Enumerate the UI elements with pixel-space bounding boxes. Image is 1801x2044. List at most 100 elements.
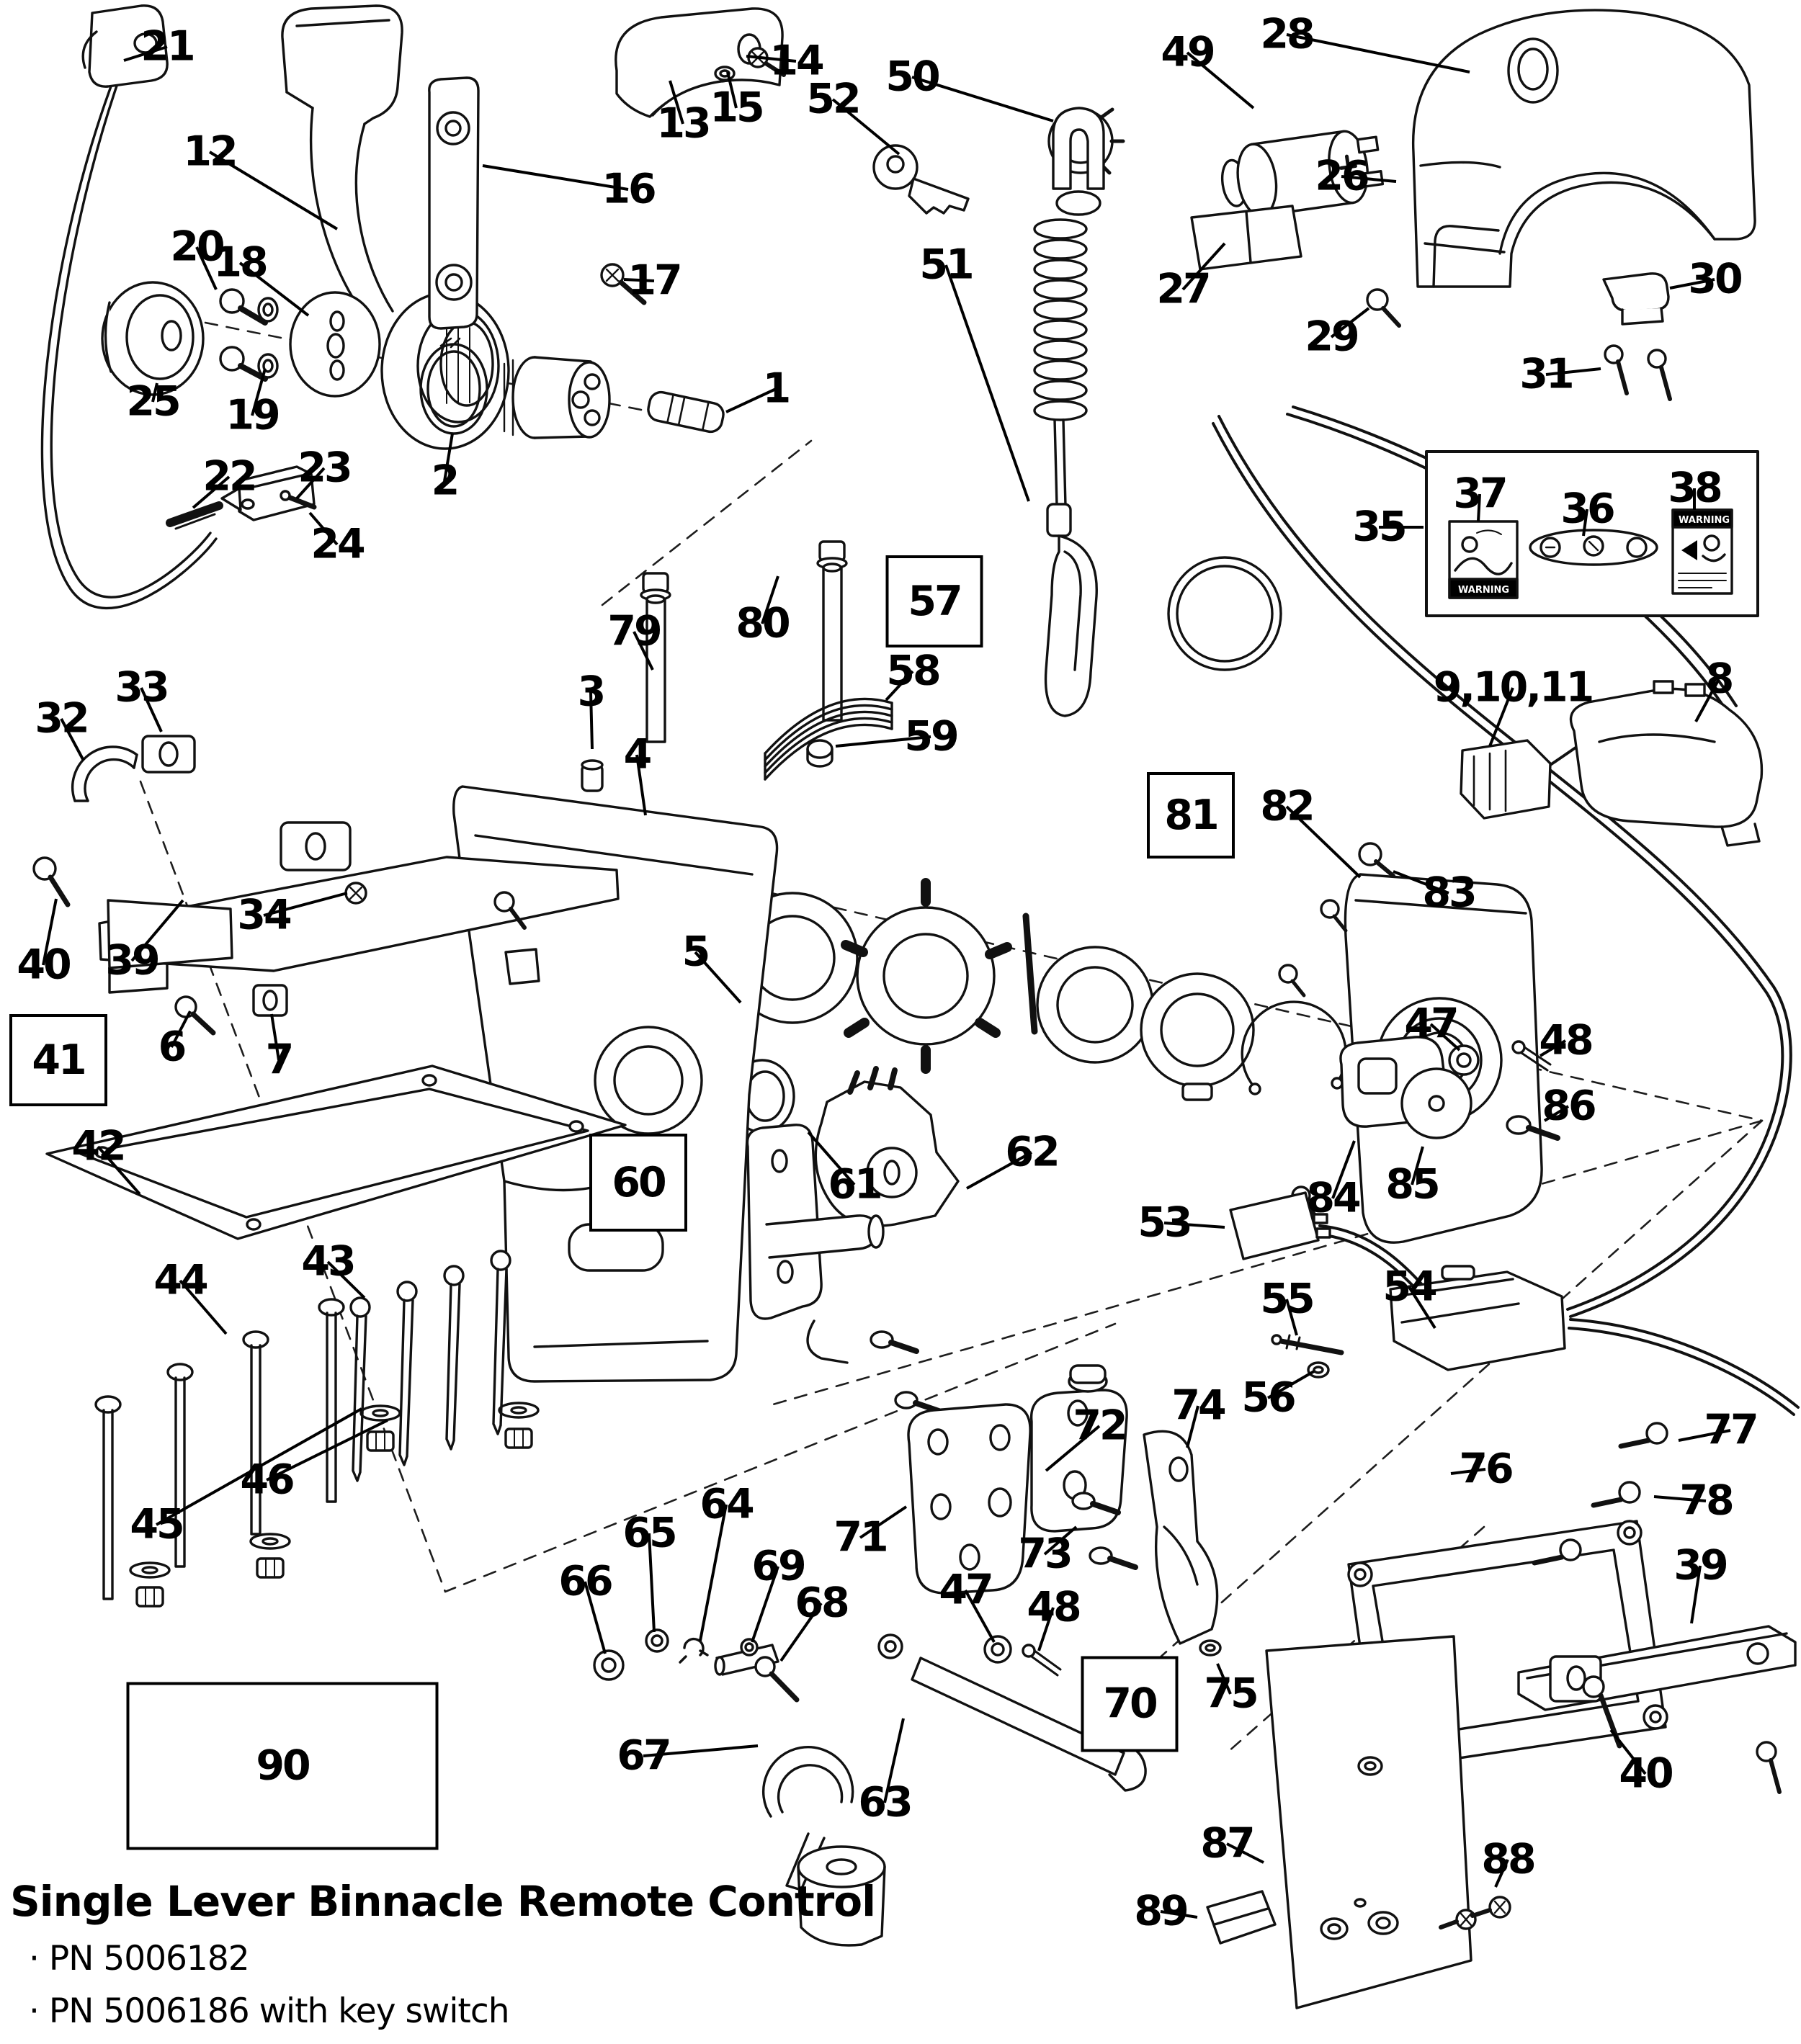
part-cover: [1411, 9, 1756, 288]
leader-14: [746, 55, 797, 63]
leader-71: [859, 1505, 908, 1539]
leader-24: [308, 511, 339, 546]
callout-66: 66: [558, 1557, 613, 1605]
part-plates-71-72: [907, 1364, 1138, 1595]
leader-18: [238, 261, 310, 317]
leader-66: [584, 1581, 607, 1654]
part-number-line-2: · PN 5006186 with key switch: [29, 1991, 510, 2031]
leader-33: [140, 687, 163, 732]
part-trim-wheel: [101, 281, 205, 396]
leader-85: [1411, 1146, 1424, 1185]
leader-47: [964, 1590, 996, 1643]
part-key-switch: [1220, 130, 1385, 218]
leader-12: [208, 151, 339, 230]
leader-56: [1266, 1370, 1315, 1399]
leader-80: [761, 575, 779, 624]
leader-82: [1285, 805, 1362, 879]
callout-9-10-11: 9,10,11: [1433, 663, 1595, 712]
leader-61: [807, 1131, 856, 1186]
leader-19: [251, 368, 267, 416]
callout-1: 1: [762, 364, 792, 413]
leader-47: [1429, 1023, 1461, 1052]
callout-41: 41: [9, 1014, 107, 1106]
callout-63: 63: [858, 1778, 913, 1826]
leader-13: [669, 80, 684, 125]
callout-56: 56: [1241, 1373, 1296, 1422]
callout-3: 3: [577, 668, 607, 716]
leader-74: [1186, 1405, 1199, 1448]
callout-89: 89: [1134, 1887, 1189, 1935]
callout-62: 62: [1005, 1128, 1060, 1176]
callout-5: 5: [681, 928, 711, 976]
callout-58: 58: [886, 647, 941, 695]
title-block: Single Lever Binnacle Remote Control · P…: [10, 1877, 876, 2031]
callout-47: 47: [939, 1566, 993, 1614]
part-plate-87: [1199, 1635, 1511, 2009]
callout-46: 46: [240, 1456, 295, 1504]
leader-1: [725, 387, 777, 413]
leader-64: [699, 1504, 728, 1641]
leader-53: [1163, 1222, 1225, 1229]
diagram-title: Single Lever Binnacle Remote Control: [10, 1877, 876, 1926]
callout-48: 48: [1539, 1016, 1594, 1064]
callout-24: 24: [310, 520, 365, 568]
callout-70: 70: [1081, 1656, 1179, 1752]
callout-83: 83: [1422, 869, 1477, 917]
part-gasket: [45, 1064, 627, 1240]
leader-79: [633, 631, 654, 671]
callout-57: 57: [885, 555, 983, 647]
callout-4: 4: [623, 730, 653, 779]
callout-20: 20: [170, 223, 225, 271]
callout-17: 17: [627, 256, 682, 305]
leader-84: [1331, 1140, 1356, 1199]
leader-69: [751, 1566, 779, 1643]
leader-86: [1543, 1105, 1570, 1122]
part-ring-and-drum: [419, 337, 611, 439]
leader-2: [443, 433, 454, 482]
callout-35: 35: [1352, 503, 1407, 551]
callout-43: 43: [301, 1237, 356, 1286]
leader-77: [1678, 1429, 1731, 1442]
part-control-lever: [281, 4, 510, 450]
callout-13: 13: [656, 99, 711, 148]
leader-17: [623, 278, 655, 282]
leader-68: [779, 1602, 823, 1662]
callout-79: 79: [607, 607, 662, 655]
leader-6: [170, 1010, 192, 1048]
leader-54: [1408, 1286, 1436, 1330]
part-lanyard: [1033, 107, 1105, 717]
leader-89: [1160, 1910, 1198, 1919]
callout-12: 12: [183, 127, 238, 176]
callout-85: 85: [1385, 1160, 1440, 1209]
part-friction-block: [581, 697, 893, 792]
leader-32: [60, 718, 85, 761]
callout-30: 30: [1688, 255, 1743, 303]
leader-48: [1037, 1607, 1055, 1651]
leader-27: [1181, 242, 1226, 291]
part-connectors-8-11: [1460, 680, 1764, 847]
warning-37-text: WARNING: [1458, 585, 1509, 596]
callout-87: 87: [1200, 1819, 1255, 1868]
part-pivot-hardware: [219, 288, 381, 398]
callout-16: 16: [602, 165, 656, 213]
callout-68: 68: [795, 1579, 849, 1627]
leader-23: [295, 467, 326, 500]
callout-26: 26: [1315, 152, 1369, 200]
callout-15: 15: [710, 84, 764, 132]
part-side-plate: [428, 76, 480, 330]
part-lockout-lever: [1143, 1430, 1219, 1645]
part-shift-arm: [1339, 1036, 1560, 1141]
part-posts: [640, 540, 848, 743]
leader-45: [156, 1407, 362, 1526]
leader-22: [192, 475, 231, 509]
part-cable-end: [166, 465, 317, 530]
leader-62: [966, 1151, 1032, 1190]
part-number-line-1: · PN 5006182: [29, 1939, 250, 1978]
leader-72: [1045, 1425, 1101, 1472]
callout-73: 73: [1018, 1530, 1073, 1578]
warning-38-text: WARNING: [1679, 515, 1730, 526]
callout-18: 18: [213, 238, 268, 287]
leader-4: [635, 754, 647, 816]
leader-37: [1477, 493, 1481, 522]
